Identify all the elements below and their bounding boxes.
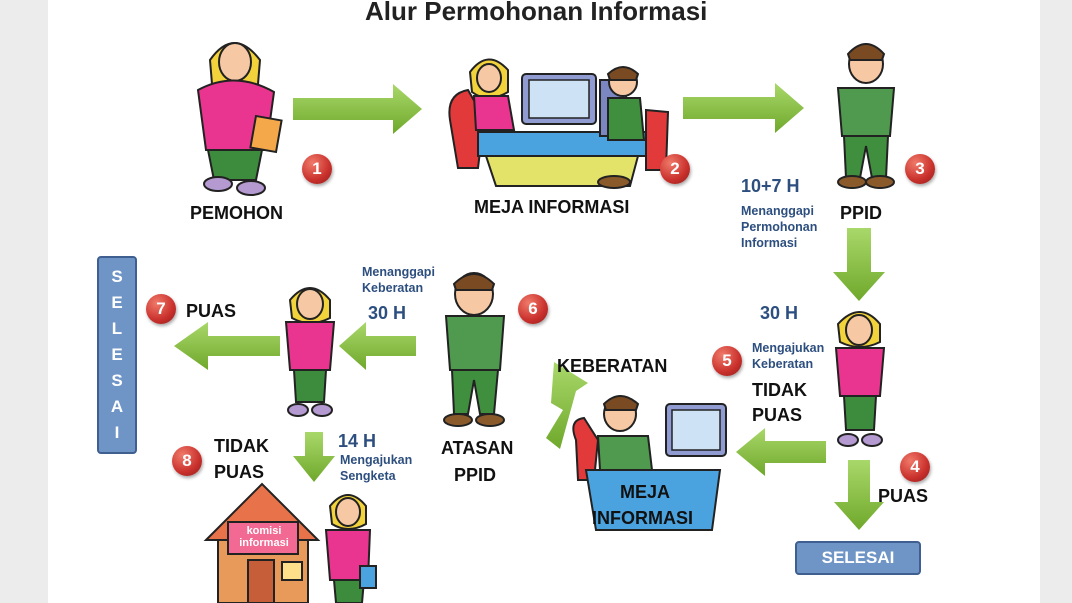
selesai-letter-2: E [111,293,123,312]
pemohon-komisi-figure [324,494,377,603]
label-meja-informasi-top: MEJA INFORMASI [474,197,630,217]
note-step3: Menanggapi Permohonan Informasi [741,204,818,250]
duration-step5: 30 H [760,303,799,323]
label-puas-5: PUAS [752,405,803,425]
selesai-bottom-button[interactable]: SELESAI [795,541,921,575]
step-badge-5: 5 [712,346,742,376]
pemohon-left-figure [284,287,336,417]
selesai-letter-4: E [111,345,123,364]
step-badge-3: 3 [905,154,935,184]
label-informasi-bottom: INFORMASI [592,508,693,528]
step-badge-6: 6 [518,294,548,324]
komisi-sign-line2: informasi [239,537,289,549]
duration-step8: 14 H [338,431,377,451]
meja-informasi-bottom-scene [572,395,727,531]
komisi-sign-line1: komisi [246,525,282,537]
arrow-ppid-down [833,228,885,301]
pemohon-figure [196,42,283,196]
label-ppid: PPID [840,203,883,223]
ppid-figure [836,43,896,189]
diagram-artwork [174,42,896,603]
flow-diagram: Alur Permohonan Informasi PEMOHON MEJA I… [48,0,1040,603]
komisi-informasi-house [203,482,321,603]
step-badge-2: 2 [660,154,690,184]
selesai-letter-7: I [114,423,120,442]
arrow-puas-down [834,460,884,530]
note-step6: Menanggapi Keberatan [362,265,435,295]
arrow-pemohon-to-komisi [293,432,335,482]
label-keberatan: KEBERATAN [557,356,668,376]
label-puas-7: PUAS [186,301,237,321]
label-tidak-8: TIDAK [214,436,269,456]
step-badge-1: 1 [302,154,332,184]
label-tidak-5: TIDAK [752,380,807,400]
selesai-letter-3: L [111,319,123,338]
selesai-letter-5: S [111,371,123,390]
step-badge-4: 4 [900,452,930,482]
pemohon-right-figure [834,311,886,447]
arrow-pemohon-to-meja [293,84,422,134]
komisi-sign: komisi informasi [238,525,290,549]
label-puas-8: PUAS [214,462,265,482]
atasan-ppid-figure [443,272,506,427]
selesai-vertical-button[interactable]: S E L E S A I [97,256,137,454]
note-step5: Mengajukan Keberatan [752,341,825,371]
label-pemohon: PEMOHON [190,203,284,223]
arrow-meja-to-ppid [683,83,804,133]
arrow-atasan-to-pemohon [339,322,416,370]
step-badge-7: 7 [146,294,176,324]
duration-step3: 10+7 H [741,176,800,196]
label-puas-4: PUAS [878,486,929,506]
arrow-pemohon-to-meja-bottom [736,428,826,476]
diagram-title: Alur Permohonan Informasi [365,0,708,26]
label-meja-bottom: MEJA [620,482,671,502]
meja-informasi-top-scene [448,58,670,189]
selesai-letter-1: S [111,267,123,286]
label-atasan: ATASAN [441,438,514,458]
selesai-letter-6: A [110,397,124,416]
step-badge-8: 8 [172,446,202,476]
arrow-meja-to-atasan [546,362,588,449]
label-atasan-ppid: PPID [454,465,497,485]
duration-step6: 30 H [368,303,407,323]
arrow-pemohon-to-selesai [174,322,280,370]
note-step8: Mengajukan Sengketa [340,453,413,483]
